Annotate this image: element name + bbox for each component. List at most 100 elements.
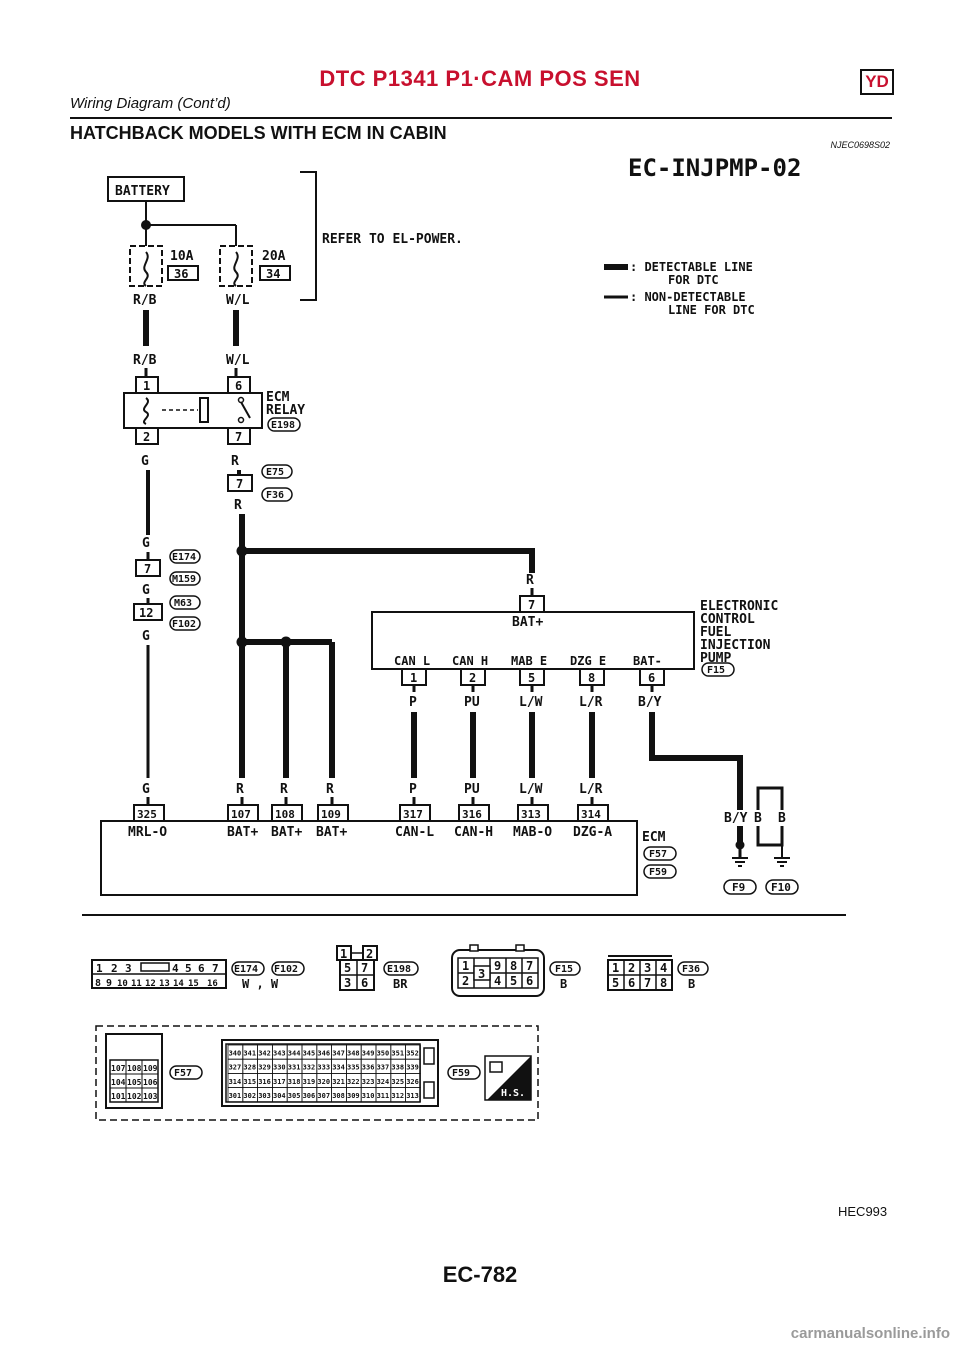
relay-connector: E198 bbox=[271, 420, 295, 431]
watermark: carmanualsonline.info bbox=[790, 1325, 950, 1342]
relay-body bbox=[123, 392, 263, 429]
f59-terminal-number: 329 bbox=[258, 1064, 271, 1072]
ecm-term-label-4: BAT+ bbox=[316, 825, 347, 840]
svg-text:7: 7 bbox=[361, 961, 368, 975]
pump-wire-1: P bbox=[409, 695, 417, 710]
svg-text:3: 3 bbox=[644, 961, 651, 975]
pump-top-label: BAT+ bbox=[512, 615, 543, 630]
svg-text:11: 11 bbox=[131, 979, 142, 989]
f59-terminal-number: 312 bbox=[391, 1092, 404, 1100]
ecm-wire-5: P bbox=[409, 782, 417, 797]
ecm-wire-7: L/W bbox=[519, 782, 543, 797]
ecm-connector-f57: F57 bbox=[649, 849, 667, 860]
f59-terminal-number: 335 bbox=[347, 1064, 360, 1072]
pump-name-4: INJECTION bbox=[700, 638, 771, 653]
f59-view-label: F59 bbox=[452, 1068, 470, 1079]
relay-name-1: ECM bbox=[266, 390, 290, 405]
e174-wire-bottom: G bbox=[142, 583, 150, 598]
fuse-36-number: 36 bbox=[174, 267, 188, 281]
f59-terminal-number: 337 bbox=[377, 1064, 390, 1072]
battery-label: BATTERY bbox=[115, 184, 170, 199]
svg-text:6: 6 bbox=[235, 379, 242, 393]
f59-terminal-number: 316 bbox=[258, 1078, 271, 1086]
ecm-name: ECM bbox=[642, 830, 666, 845]
svg-text:108: 108 bbox=[275, 808, 295, 821]
svg-text:2: 2 bbox=[366, 947, 373, 961]
engine-badge: YD bbox=[860, 69, 894, 95]
svg-text:2: 2 bbox=[628, 961, 635, 975]
f59-terminal-number: 352 bbox=[406, 1050, 419, 1058]
svg-text:109: 109 bbox=[321, 808, 341, 821]
f59-terminal-number: 310 bbox=[362, 1092, 375, 1100]
e75-wire-bottom: R bbox=[234, 498, 242, 513]
ecm-term-label-6: CAN-H bbox=[454, 825, 493, 840]
svg-text:13: 13 bbox=[159, 979, 170, 989]
f59-terminal-number: 320 bbox=[317, 1078, 330, 1086]
ecm-wire-4: R bbox=[326, 782, 334, 797]
f59-terminal-number: 344 bbox=[288, 1050, 301, 1058]
pump-name-2: CONTROL bbox=[700, 612, 755, 627]
svg-text:316: 316 bbox=[462, 808, 482, 821]
relay-name-2: RELAY bbox=[266, 403, 305, 418]
legend-1-text1: : DETECTABLE LINE bbox=[630, 260, 753, 274]
page-subtitle: Wiring Diagram (Cont’d) bbox=[70, 95, 231, 112]
f59-terminal-number: 322 bbox=[347, 1078, 360, 1086]
svg-text:9: 9 bbox=[494, 959, 501, 973]
ground-wire-1: B/Y bbox=[724, 811, 748, 826]
svg-text:7: 7 bbox=[526, 959, 533, 973]
connector-view-e198: 1 2 5 7 3 6 E198 BR bbox=[336, 945, 419, 991]
ecm-wire-6: PU bbox=[464, 782, 480, 797]
ecm-wire-2: R bbox=[236, 782, 244, 797]
f59-terminal-number: 351 bbox=[391, 1050, 404, 1058]
ground-f9: F9 bbox=[732, 881, 745, 894]
figure-id: HEC993 bbox=[838, 1204, 888, 1219]
svg-text:7: 7 bbox=[236, 477, 243, 491]
f59-terminal-number: 343 bbox=[273, 1050, 286, 1058]
pump-top-wire: R bbox=[526, 573, 534, 588]
cv4-label: F36 bbox=[682, 964, 700, 975]
f59-terminal-number: 338 bbox=[391, 1064, 404, 1072]
f59-terminal-number: 319 bbox=[303, 1078, 316, 1086]
e174-label: E174 bbox=[172, 552, 196, 563]
svg-text:6: 6 bbox=[198, 962, 205, 975]
svg-text:8: 8 bbox=[588, 671, 595, 685]
svg-text:12: 12 bbox=[145, 979, 156, 989]
fuse-36-wire: R/B bbox=[133, 293, 157, 308]
ecm-term-label-8: DZG-A bbox=[573, 825, 612, 840]
f59-terminal-cell bbox=[405, 1087, 421, 1103]
e75-label: E75 bbox=[266, 467, 284, 478]
ecm-term-label-5: CAN-L bbox=[395, 825, 434, 840]
f59-terminal-number: 331 bbox=[288, 1064, 301, 1072]
f59-terminal-number: 301 bbox=[229, 1092, 242, 1100]
svg-text:101: 101 bbox=[111, 1092, 126, 1101]
f59-terminal-number: 332 bbox=[303, 1064, 316, 1072]
svg-text:1: 1 bbox=[96, 962, 103, 975]
svg-text:7: 7 bbox=[235, 430, 242, 444]
cv1-colors: W , W bbox=[242, 977, 279, 991]
svg-text:3: 3 bbox=[344, 976, 351, 990]
cv2-color: BR bbox=[393, 977, 408, 991]
legend-2-text1: : NON-DETECTABLE bbox=[630, 290, 746, 304]
svg-text:102: 102 bbox=[127, 1092, 142, 1101]
svg-text:5: 5 bbox=[612, 976, 619, 990]
f59-terminal-number: 324 bbox=[377, 1078, 390, 1086]
relay-pin-2 bbox=[135, 427, 159, 445]
ecm-wire-8: L/R bbox=[579, 782, 603, 797]
svg-text:2: 2 bbox=[143, 430, 150, 444]
svg-text:106: 106 bbox=[143, 1078, 158, 1087]
svg-text:9: 9 bbox=[106, 978, 112, 989]
svg-text:325: 325 bbox=[137, 808, 157, 821]
ground-f10: F10 bbox=[771, 881, 791, 894]
ecm-connector-f59: F59 bbox=[649, 867, 667, 878]
pump-wire-5: B/Y bbox=[638, 695, 662, 710]
f59-terminal-number: 321 bbox=[332, 1078, 345, 1086]
pump-wire-2: PU bbox=[464, 695, 480, 710]
f59-terminal-number: 302 bbox=[243, 1092, 256, 1100]
fuse-36-rating: 10A bbox=[170, 249, 194, 264]
svg-text:8: 8 bbox=[95, 978, 101, 989]
svg-text:6: 6 bbox=[361, 976, 368, 990]
page-number: EC-782 bbox=[442, 1262, 518, 1287]
svg-text:1: 1 bbox=[612, 961, 619, 975]
f59-terminal-number: 306 bbox=[303, 1092, 316, 1100]
svg-text:107: 107 bbox=[231, 808, 251, 821]
